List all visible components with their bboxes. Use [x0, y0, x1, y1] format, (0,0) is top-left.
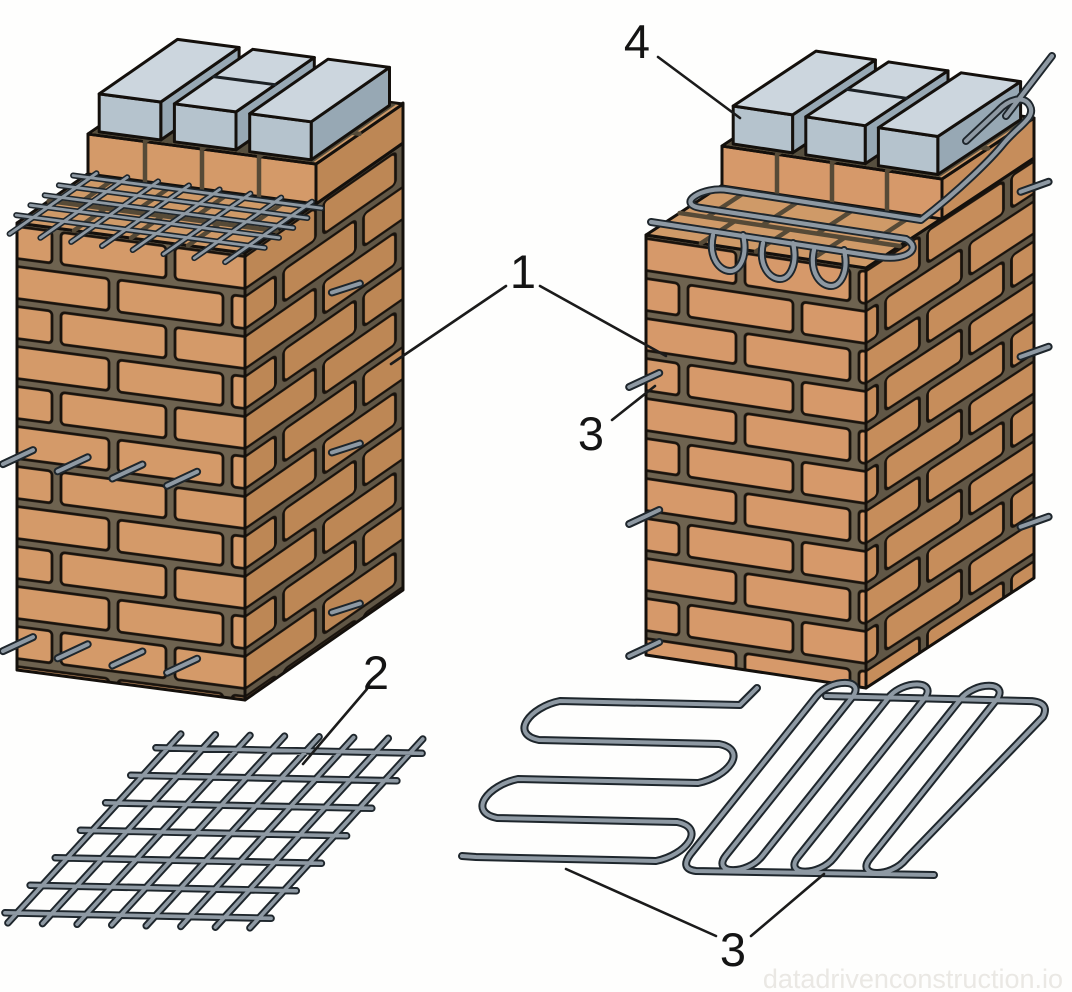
- leader-3-upper: [610, 384, 657, 422]
- cap-slab: [248, 57, 391, 162]
- callout-4-caps: 4: [624, 15, 650, 68]
- zigzag-rod-vertical: [682, 678, 1049, 879]
- watermark: datadrivenconstruction.io: [763, 964, 1063, 992]
- right-pillar-front-face: [644, 233, 868, 690]
- zigzag-rod-horizontal: [458, 684, 761, 865]
- leader-3-lower-right: [749, 872, 826, 938]
- callout-3-rods-lower: 3: [720, 923, 746, 976]
- welded-mesh-grid: [1, 730, 427, 932]
- mesh-wire-stubs: [0, 279, 364, 677]
- callout-leader-lines: [301, 55, 826, 938]
- leader-1-left: [389, 284, 508, 366]
- right-pillar: [625, 49, 1056, 690]
- leader-4: [656, 55, 742, 120]
- rod-wire-stubs: [625, 177, 1053, 660]
- callout-1-masonry: 1: [510, 245, 536, 298]
- callout-3-rod-upper: 3: [578, 407, 604, 460]
- callout-2-welded-mesh: 2: [363, 646, 389, 699]
- left-pillar-caps: [92, 37, 397, 163]
- leader-3-lower-left: [564, 867, 718, 938]
- leader-2: [301, 687, 369, 766]
- left-pillar-front-face: [15, 221, 247, 702]
- welded-mesh-on-pillar: [6, 170, 325, 266]
- zigzag-rod-on-pillar: [647, 52, 1056, 290]
- callout-labels: 1 2 3 4 3: [363, 15, 746, 976]
- leader-1-right: [538, 284, 668, 358]
- left-pillar: [0, 37, 405, 702]
